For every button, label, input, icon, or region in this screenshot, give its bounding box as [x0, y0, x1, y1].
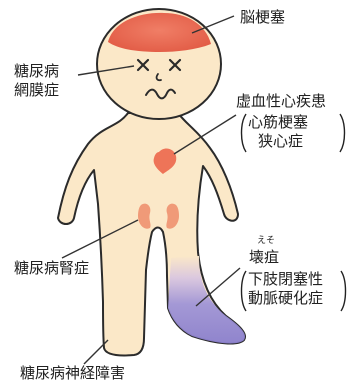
label-retinopathy-line1: 糖尿病 — [14, 62, 59, 80]
heart-subtypes: 心筋梗塞 狭心症 — [240, 113, 308, 151]
leg-paren-right — [339, 270, 349, 312]
label-leg-occlusive: 下肢閉塞性 — [240, 270, 323, 289]
label-neuropathy: 糖尿病神経障害 — [20, 364, 125, 382]
heart-paren-left — [238, 113, 248, 153]
label-gangrene-reading: えそ — [257, 236, 275, 246]
label-gangrene: 壊疽 — [249, 248, 279, 266]
label-brain-infarction: 脳梗塞 — [240, 8, 285, 26]
label-angina: 狭心症 — [240, 132, 308, 151]
label-retinopathy-line2: 網膜症 — [14, 81, 59, 99]
leg-disease-area — [168, 256, 245, 343]
label-nephropathy: 糖尿病腎症 — [14, 259, 89, 277]
leg-paren-left — [238, 270, 248, 312]
label-myocardial-infarction: 心筋梗塞 — [240, 113, 308, 132]
label-ischemic-heart-disease: 虚血性心疾患 — [236, 92, 326, 110]
leg-disease-block: 下肢閉塞性 動脈硬化症 — [240, 270, 323, 308]
heart-paren-right — [338, 113, 348, 153]
label-arteriosclerosis: 動脈硬化症 — [240, 289, 323, 308]
leader-neuropathy — [84, 340, 108, 364]
